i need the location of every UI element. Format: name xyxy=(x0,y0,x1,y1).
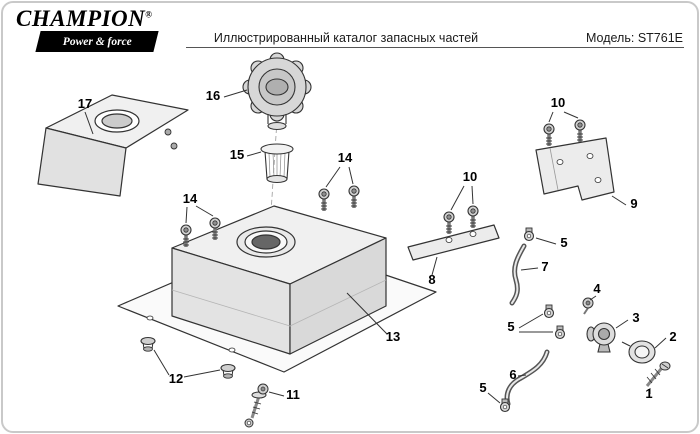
callout-11: 11 xyxy=(286,387,300,402)
callout-labels: 17 16 15 14 14 10 10 9 8 5 7 4 3 5 2 13 … xyxy=(78,88,677,402)
part-cover-17 xyxy=(37,94,189,197)
model-info: Модель: ST761E xyxy=(586,31,683,45)
model-label: Модель: xyxy=(586,31,635,45)
part-bracket-8 xyxy=(407,224,500,261)
callout-2: 2 xyxy=(669,329,676,344)
part-fuel-valve-3 xyxy=(586,322,616,353)
part-fuel-cap-16 xyxy=(242,52,312,131)
part-fuel-line-7 xyxy=(509,243,527,306)
callout-8: 8 xyxy=(428,272,435,287)
callout-3: 3 xyxy=(632,310,639,325)
model-value: ST761E xyxy=(637,31,683,45)
callout-4: 4 xyxy=(593,281,601,296)
part-screw-1 xyxy=(645,361,671,387)
part-fuel-tank-13 xyxy=(117,205,437,373)
callout-15: 15 xyxy=(230,147,244,162)
callout-10-mid: 10 xyxy=(463,169,477,184)
callout-14-left: 14 xyxy=(183,191,198,206)
part-fuel-hose-6 xyxy=(504,349,550,407)
callout-9: 9 xyxy=(630,196,637,211)
part-filter-15 xyxy=(260,143,294,184)
callout-13: 13 xyxy=(386,329,400,344)
registered-mark: ® xyxy=(145,9,153,20)
callout-12: 12 xyxy=(169,371,183,386)
callout-6: 6 xyxy=(509,367,516,382)
header-divider xyxy=(186,47,684,48)
callout-5-bottom: 5 xyxy=(479,380,486,395)
callout-5-top: 5 xyxy=(560,235,567,250)
part-bracket-9 xyxy=(535,137,615,201)
callout-17: 17 xyxy=(78,96,92,111)
callout-16: 16 xyxy=(206,88,220,103)
brand-name: CHAMPION® xyxy=(16,6,153,31)
callout-14-right: 14 xyxy=(338,150,353,165)
page-title: Иллюстрированный каталог запасных частей xyxy=(213,31,479,45)
part-drain-bolt-11 xyxy=(244,383,269,428)
leader-lines xyxy=(84,89,667,404)
part-bushing-4 xyxy=(582,297,594,315)
part-valve-cover-2 xyxy=(621,340,656,364)
callout-7: 7 xyxy=(541,259,548,274)
champion-logo: CHAMPION® Power & force xyxy=(16,7,188,52)
callout-5-mid: 5 xyxy=(507,319,514,334)
callout-1: 1 xyxy=(645,386,652,401)
callout-10-top: 10 xyxy=(551,95,565,110)
